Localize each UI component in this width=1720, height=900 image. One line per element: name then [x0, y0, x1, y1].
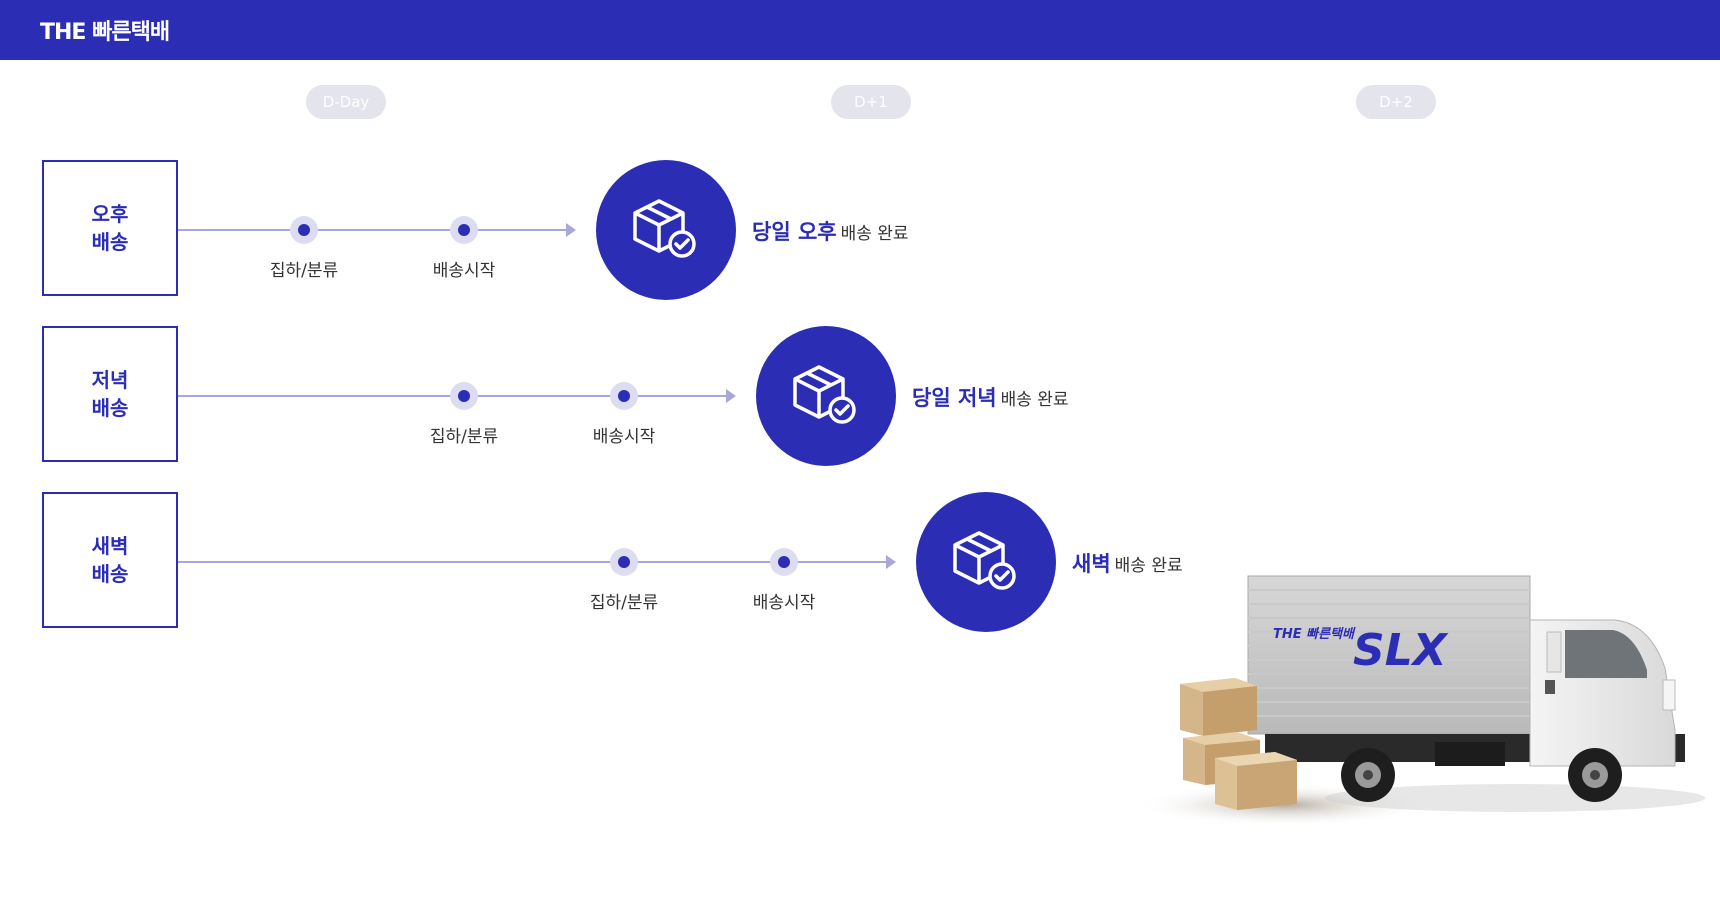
day-label-d-plus-1: D+1	[831, 85, 911, 119]
arrow-icon	[726, 389, 736, 403]
truck-logo-mark: SLX	[1353, 625, 1449, 676]
step-label-pickup: 집하/분류	[589, 593, 659, 613]
step-label-dispatch: 배송시작	[432, 261, 496, 281]
step-dot	[610, 382, 638, 410]
delivery-complete-badge	[756, 326, 896, 466]
result-strong: 새벽	[1072, 552, 1111, 576]
result-strong: 당일 오후	[752, 220, 837, 244]
package-check-icon	[633, 199, 696, 258]
result-light: 배송 완료	[840, 224, 909, 244]
step-label-pickup: 집하/분류	[429, 427, 499, 447]
service-box-dawn: 새벽 배송	[42, 492, 178, 628]
delivery-truck-illustration: THE 빠른택배 SLX	[1125, 570, 1705, 844]
delivery-complete-badge	[596, 160, 736, 300]
step-label-dispatch: 배송시작	[592, 427, 656, 447]
result-light: 배송 완료	[1114, 556, 1183, 576]
result-strong: 당일 저녁	[912, 386, 997, 410]
service-name: 저녁	[91, 368, 129, 392]
service-name: 배송	[91, 396, 129, 420]
day-label-d-plus-2: D+2	[1356, 85, 1436, 119]
package-check-icon	[953, 531, 1016, 590]
service-box-evening: 저녁 배송	[42, 326, 178, 462]
step-dot	[610, 548, 638, 576]
service-name: 오후	[91, 202, 129, 226]
arrow-icon	[566, 223, 576, 237]
step-dot	[450, 382, 478, 410]
service-name: 배송	[91, 562, 129, 586]
service-name: 배송	[91, 230, 129, 254]
step-dot	[290, 216, 318, 244]
brand-title: THE 빠른택배	[40, 20, 170, 45]
timeline-line	[178, 229, 566, 231]
step-dot	[770, 548, 798, 576]
service-name: 새벽	[91, 534, 129, 558]
delivery-complete-badge	[916, 492, 1056, 632]
truck-logo-text: THE 빠른택배	[1273, 626, 1356, 642]
service-box-afternoon: 오후 배송	[42, 160, 178, 296]
step-label-pickup: 집하/분류	[269, 261, 339, 281]
top-header-bar: THE 빠른택배	[0, 0, 1720, 60]
arrow-icon	[886, 555, 896, 569]
package-check-icon	[793, 365, 856, 424]
step-dot	[450, 216, 478, 244]
day-label-d-day: D-Day	[306, 85, 386, 119]
result-light: 배송 완료	[1000, 390, 1069, 410]
timeline-line	[178, 561, 886, 563]
step-label-dispatch: 배송시작	[752, 593, 816, 613]
